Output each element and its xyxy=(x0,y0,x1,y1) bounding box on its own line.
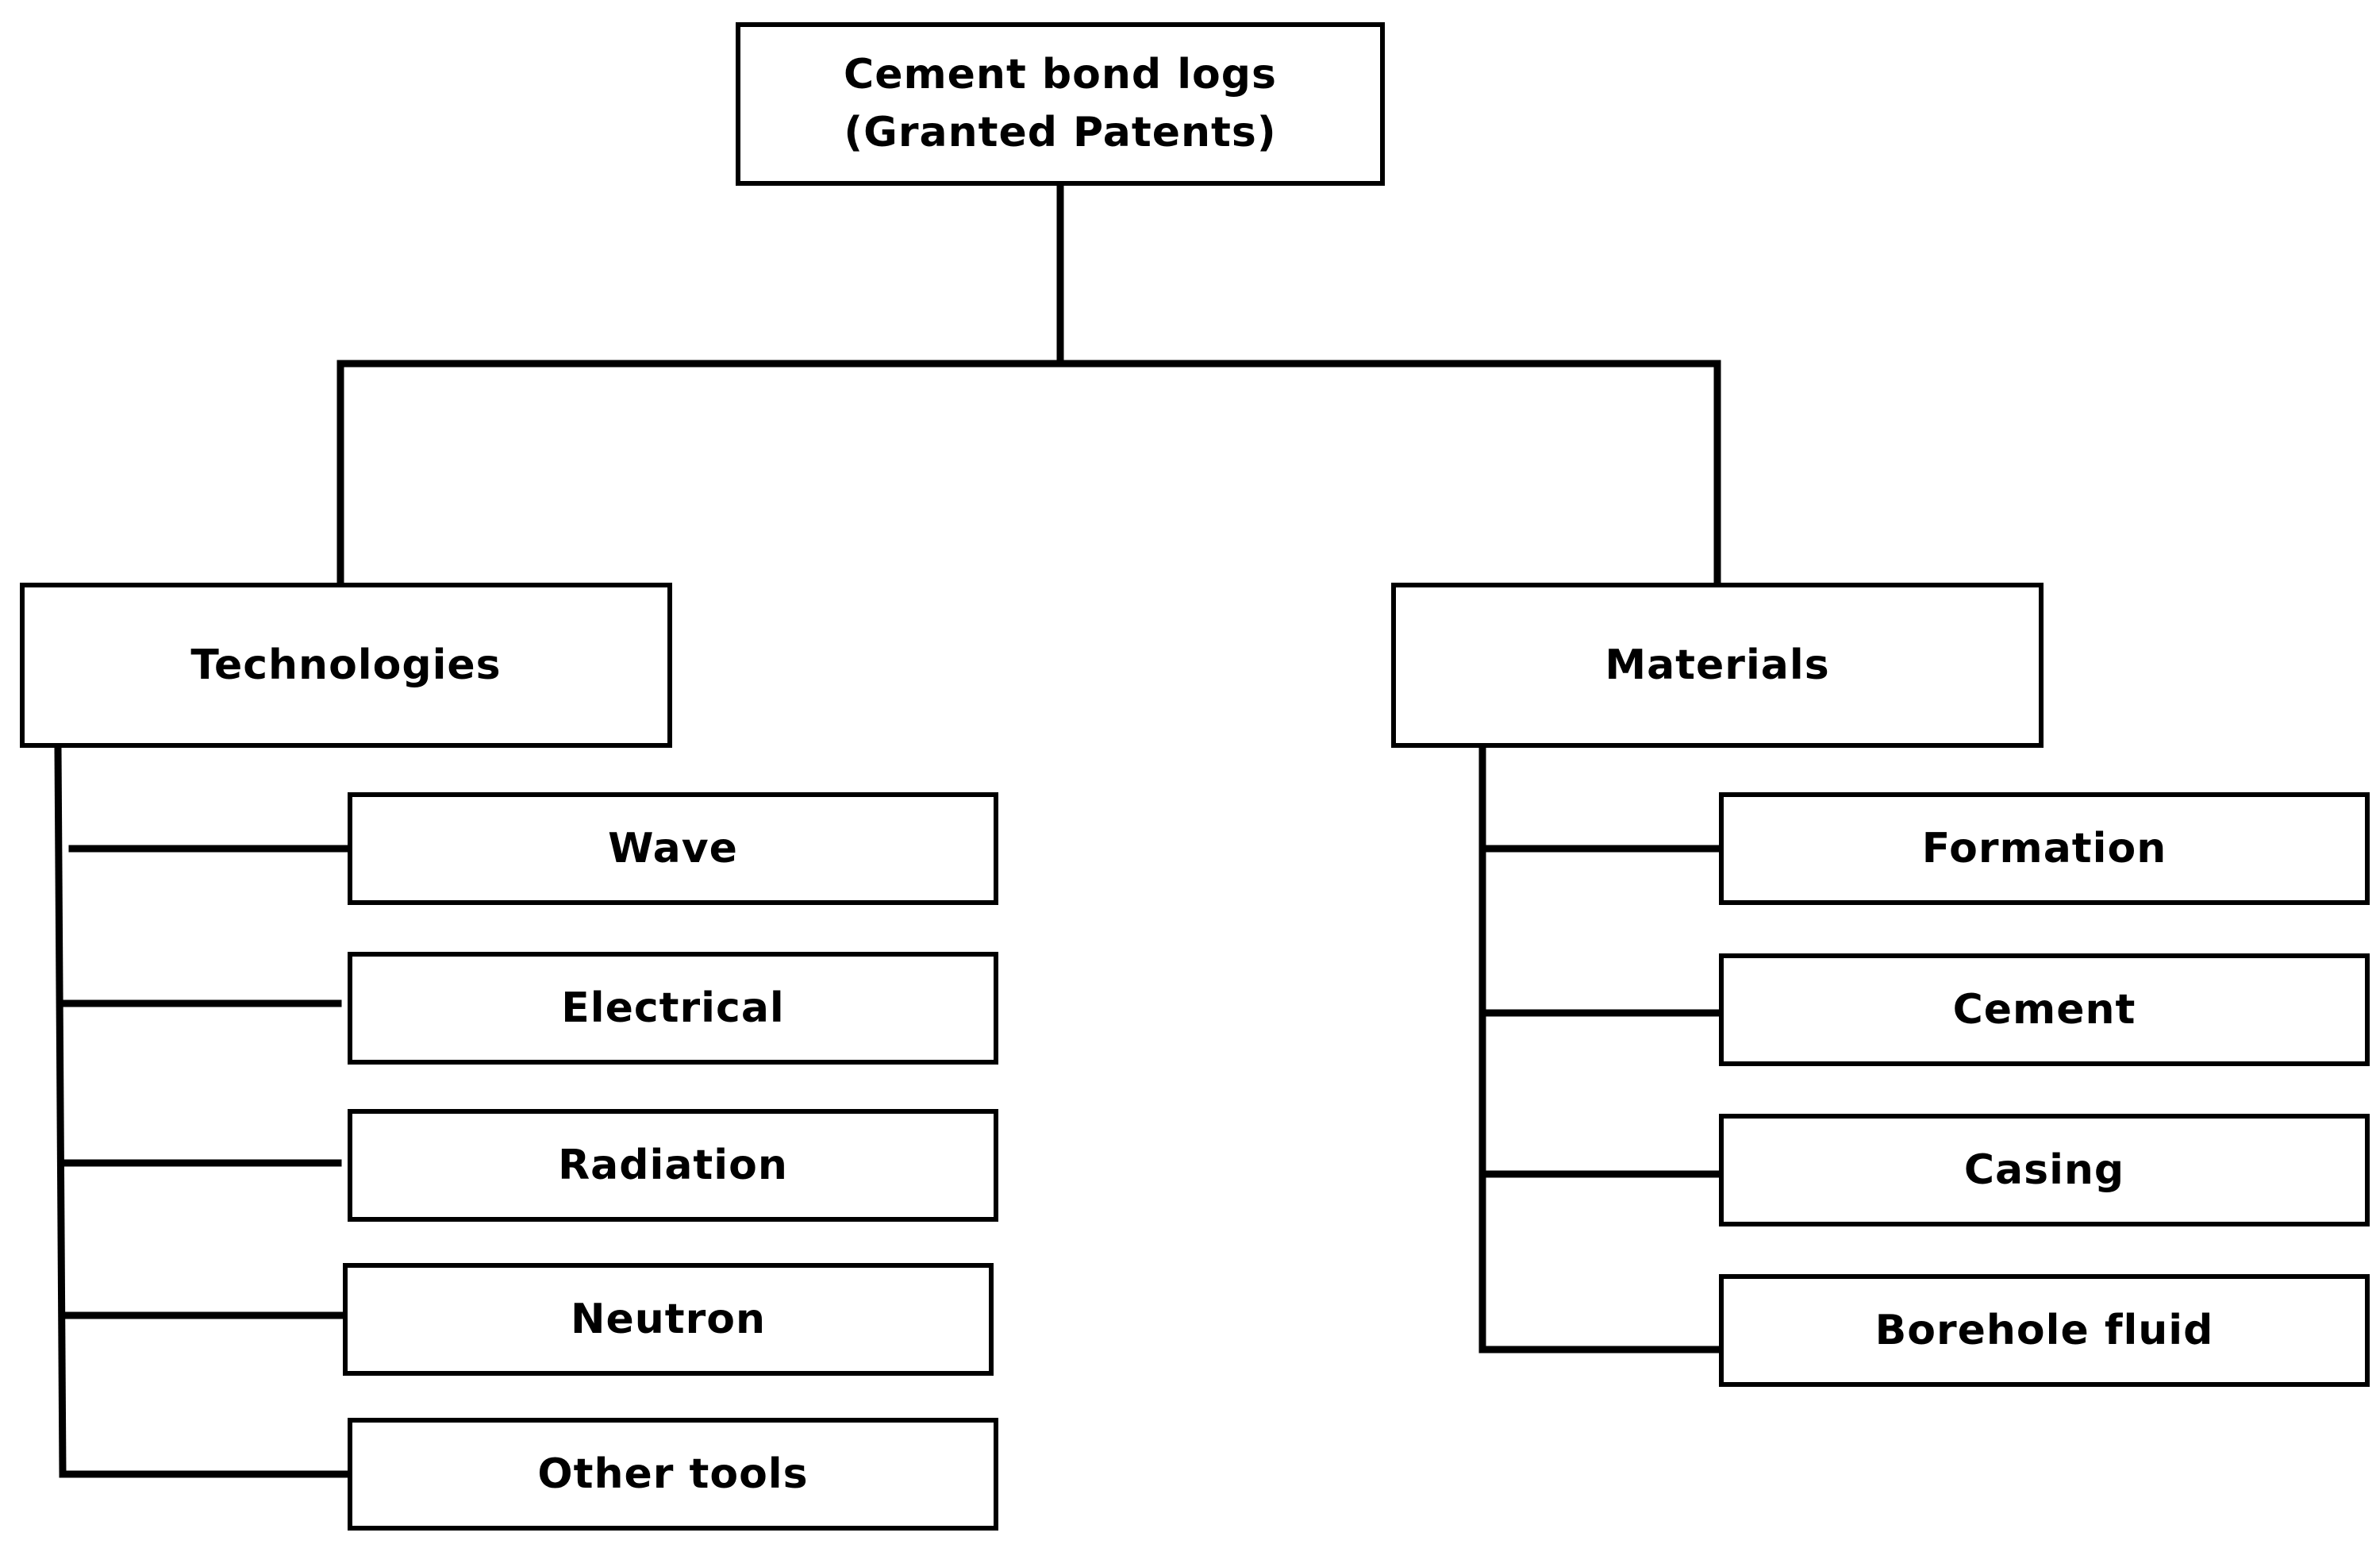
leaf-wave: Wave xyxy=(348,792,998,905)
category-materials-label: Materials xyxy=(1605,641,1830,689)
connector-technologies-spine xyxy=(54,744,67,1478)
leaf-casing: Casing xyxy=(1719,1114,2370,1226)
leaf-casing-label: Casing xyxy=(1963,1146,2125,1194)
root-title-line2: (Granted Patents) xyxy=(844,109,1277,156)
leaf-radiation-label: Radiation xyxy=(558,1141,788,1189)
root-node: Cement bond logs (Granted Patents) xyxy=(736,22,1385,186)
leaf-formation-label: Formation xyxy=(1921,824,2167,872)
category-technologies: Technologies xyxy=(20,583,672,748)
leaf-cement-label: Cement xyxy=(1952,985,2136,1034)
leaf-borehole-fluid-label: Borehole fluid xyxy=(1874,1306,2214,1354)
leaf-formation: Formation xyxy=(1719,792,2370,905)
leaf-other-tools-label: Other tools xyxy=(537,1450,809,1498)
root-title-line1: Cement bond logs xyxy=(844,51,1277,99)
leaf-neutron-label: Neutron xyxy=(570,1295,767,1343)
category-technologies-label: Technologies xyxy=(190,641,502,689)
leaf-neutron: Neutron xyxy=(343,1263,994,1376)
leaf-electrical-label: Electrical xyxy=(561,984,785,1032)
leaf-other-tools: Other tools xyxy=(348,1418,998,1531)
leaf-radiation: Radiation xyxy=(348,1109,998,1222)
leaf-electrical: Electrical xyxy=(348,952,998,1065)
leaf-cement: Cement xyxy=(1719,953,2370,1066)
leaf-wave-label: Wave xyxy=(608,824,738,872)
leaf-borehole-fluid: Borehole fluid xyxy=(1719,1274,2370,1387)
category-materials: Materials xyxy=(1391,583,2044,748)
